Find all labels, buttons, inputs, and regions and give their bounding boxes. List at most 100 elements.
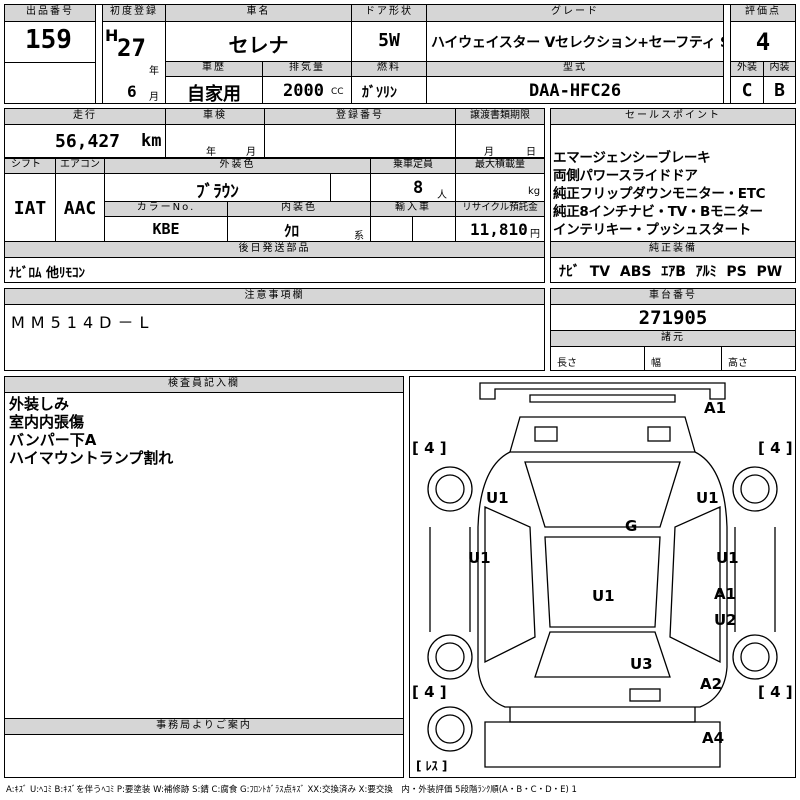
import-cell	[370, 216, 413, 242]
mileage-unit: km	[141, 131, 162, 151]
first-reg-month: 6	[127, 82, 137, 101]
interior-color-unit: 系	[354, 231, 364, 242]
sales-point: 純正8インチナビ・TV・Bモニター	[553, 204, 763, 220]
damage-u1-center: U1	[592, 587, 615, 605]
inspector-notes: 外装しみ 室内内張傷 バンパー下A ハイマウントランプ割れ	[9, 395, 173, 467]
fuel-cell: ｶﾞｿﾘﾝ	[351, 76, 427, 104]
import-cell-2	[412, 216, 456, 242]
inspection-header: 車検	[165, 108, 265, 125]
ext-grade: C	[741, 80, 753, 101]
int-cell: B	[763, 76, 796, 104]
ac-header: エアコン	[55, 158, 105, 174]
transfer-month-unit: 月	[484, 147, 494, 158]
interior-color-cell: ｸﾛ 系	[227, 216, 371, 242]
fuel-header: 燃料	[351, 61, 427, 77]
reg-no-header: 登録番号	[264, 108, 456, 125]
door-type: 5W	[378, 30, 400, 51]
car-name: セレナ	[228, 33, 289, 57]
mileage-cell: 56,427 km	[4, 124, 166, 158]
reg-no-cell	[264, 124, 456, 158]
interior-color: ｸﾛ	[284, 222, 300, 240]
car-name-header: 車名	[165, 4, 352, 22]
length-cell: 長さ	[550, 346, 645, 371]
month-unit: 月	[149, 92, 159, 103]
damage-a4: A4	[702, 729, 725, 747]
damage-u1-right-front: U1	[696, 489, 719, 507]
chassis-cell: 271905	[550, 304, 796, 331]
notes-cell: MM514D－L	[4, 304, 545, 371]
office-header: 事務局よりご案内	[4, 718, 404, 735]
inspection-year-unit: 年	[206, 147, 216, 158]
history-cell: 自家用	[165, 76, 263, 104]
chassis-number: 271905	[638, 307, 708, 329]
equip-cell: ﾅﾋﾞ TV ABS ｴｱB ｱﾙﾐ PS PW	[550, 257, 796, 283]
sales-point: エマージェンシーブレーキ	[553, 150, 711, 166]
lot-no-header: 出品番号	[4, 4, 96, 22]
tire-front-right: [ 4 ]	[758, 439, 793, 457]
lot-no-blank	[4, 62, 96, 104]
model: DAA-HFC26	[528, 81, 622, 101]
exterior-color: ﾌﾞﾗｳﾝ	[196, 182, 239, 202]
ac: AAC	[63, 198, 97, 219]
damage-u3: U3	[630, 655, 653, 673]
transfer-day-unit: 日	[526, 147, 536, 158]
notes-value: MM514D－L	[11, 313, 155, 332]
lot-no: 159	[25, 25, 72, 55]
tire-rear-right: [ 4 ]	[758, 683, 793, 701]
load-header: 最大積載量	[455, 158, 545, 174]
chassis-header: 車台番号	[550, 288, 796, 305]
grade-header: グレード	[426, 4, 724, 22]
damage-a2: A2	[700, 675, 723, 693]
door-cell: 5W	[351, 21, 427, 62]
score: 4	[755, 28, 771, 56]
recycle-unit: 円	[530, 229, 540, 240]
import-header: 輸入車	[370, 201, 456, 217]
displacement-cell: 2000 CC	[262, 76, 352, 104]
office-cell	[4, 734, 404, 778]
mileage: 56,427	[55, 131, 121, 152]
damage-u1-right-mid: U1	[716, 549, 739, 567]
inspection-cell: 年 月	[165, 124, 265, 158]
ext-header: 外装	[730, 61, 764, 77]
transfer-cell: 月 日	[455, 124, 545, 158]
shift: IAT	[13, 198, 47, 219]
first-reg-year: 27	[117, 34, 146, 62]
tire-rear-left: [ 4 ]	[412, 683, 447, 701]
damage-u2-right: U2	[714, 611, 737, 629]
spare-tire: [ ﾚｽ ]	[416, 759, 448, 773]
history: 自家用	[187, 84, 241, 104]
lot-no-cell: 159	[4, 21, 96, 63]
shift-header: シフト	[4, 158, 56, 174]
displacement-header: 排気量	[262, 61, 352, 77]
year-unit: 年	[149, 66, 159, 77]
damage-a1-right: A1	[714, 585, 737, 603]
car-outline-diagram	[427, 382, 778, 768]
width-label: 幅	[651, 358, 661, 369]
later-parts: ﾅﾋﾞﾛﾑ 他ﾘﾓｺﾝ	[9, 266, 86, 281]
width-cell: 幅	[644, 346, 722, 371]
color-no-header: カラーNo.	[104, 201, 228, 217]
car-name-cell: セレナ	[165, 21, 352, 62]
grade: ハイウェイスター Vセレクション+セーフティ SHV	[431, 35, 724, 51]
damage-diagram: A1 U1 U1 G U1 U1 U1 A1 U2 U3 A2 A4 [ 4 ]…	[409, 376, 796, 778]
color-no: KBE	[152, 220, 180, 238]
door-header: ドア形状	[351, 4, 427, 22]
recycle-cell: 11,810 円	[455, 216, 545, 242]
model-cell: DAA-HFC26	[426, 76, 724, 104]
damage-a1-top: A1	[704, 399, 727, 417]
inspector-header: 検査員記入欄	[4, 376, 404, 393]
tire-front-left: [ 4 ]	[412, 439, 447, 457]
color-cell: ﾌﾞﾗｳﾝ	[104, 173, 331, 202]
sales-points-list: エマージェンシーブレーキ 両側パワースライドドア 純正フリップダウンモニター・E…	[553, 149, 766, 239]
recycle-header: リサイクル預託金	[455, 201, 545, 217]
first-reg-header: 初度登録	[102, 4, 166, 22]
capacity: 8	[413, 178, 424, 198]
recycle: 11,810	[470, 220, 528, 239]
capacity-unit: 人	[437, 190, 447, 201]
interior-color-header: 内装色	[227, 201, 371, 217]
color-header: 外装色	[104, 158, 371, 174]
history-header: 車歴	[165, 61, 263, 77]
damage-u1-left-mid: U1	[468, 549, 491, 567]
damage-u1-left-front: U1	[486, 489, 509, 507]
load-unit: kg	[528, 186, 541, 197]
